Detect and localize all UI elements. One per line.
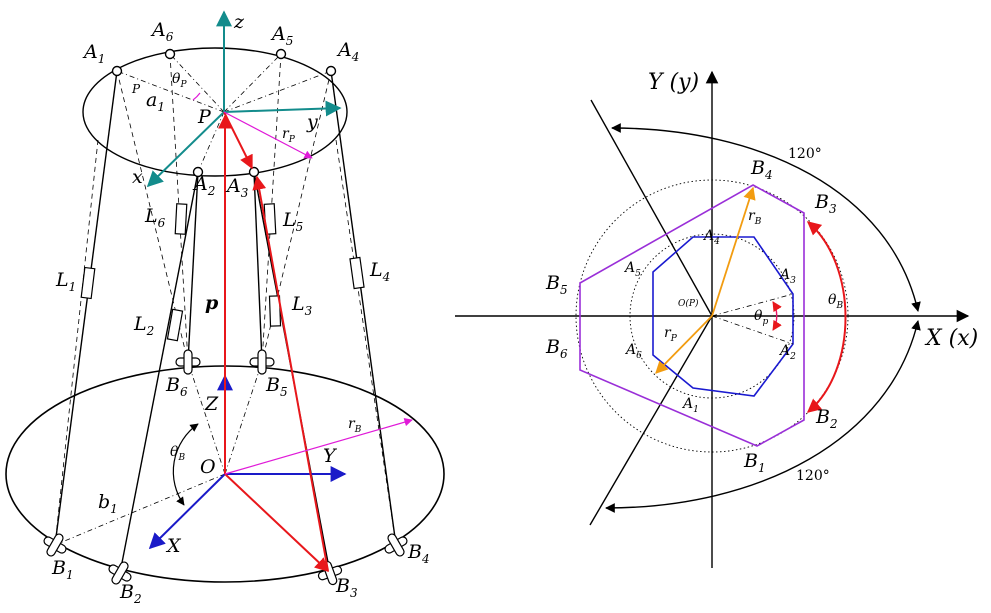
r-label-A5: A5 (623, 260, 641, 279)
label-thetaB: θB (170, 444, 185, 463)
label-P: P (197, 106, 212, 128)
label-B5: B5 (265, 374, 288, 399)
label-A1: A1 (82, 41, 105, 66)
r-label-rB: rB (748, 208, 762, 227)
thetaP-arc (192, 92, 201, 101)
platform-joints (111, 48, 337, 178)
label-120-bottom: 120° (796, 468, 830, 484)
thetaP-arc-pink (772, 301, 782, 331)
thetaB-arc-red (806, 221, 847, 413)
moving-platform (82, 47, 348, 177)
label-A6: A6 (150, 19, 174, 44)
label-axis-y: y (306, 111, 318, 133)
label-L6: L6 (144, 205, 166, 230)
label-B2: B2 (119, 581, 142, 606)
label-L4: L4 (369, 259, 390, 284)
r-label-B1: B1 (743, 450, 766, 475)
label-a1: a1 (146, 89, 165, 114)
r-label-rP: rP (664, 325, 678, 344)
label-B1: B1 (51, 557, 74, 582)
r-label-A4: A4 (702, 228, 720, 247)
label-O: O (200, 456, 216, 478)
r-label-B6: B6 (545, 336, 568, 361)
left-3d-diagram: A1 A6 A5 A4 A2 A3 B1 B2 B3 B4 B5 B6 L1 L… (5, 10, 445, 606)
label-b1: b1 (98, 491, 118, 516)
label-L2: L2 (133, 313, 154, 338)
left-A-labels: A1 A6 A5 A4 A2 A3 (82, 19, 359, 200)
label-thetaP: θP (172, 71, 187, 90)
label-120-top: 120° (788, 146, 822, 162)
label-B3: B3 (335, 575, 358, 600)
label-axis-X: X (165, 535, 182, 557)
r-label-B2: B2 (815, 406, 838, 431)
right-top-view: Y (y) X (x) O(P) 120° 120° B4 B3 B5 B6 B… (455, 70, 978, 568)
arc-120-top (611, 123, 921, 312)
red-vectors (218, 111, 330, 572)
base-dashes (54, 361, 263, 546)
magenta-vectors (223, 111, 413, 475)
base-joints (43, 349, 408, 586)
label-L3: L3 (291, 293, 313, 318)
r-label-thetaP: θp (754, 308, 768, 327)
left-L-labels: L1 L2 L3 L4 L5 L6 (55, 205, 390, 338)
diag-line-lower (589, 315, 713, 526)
label-L5: L5 (282, 209, 303, 234)
label-origin-OP: O(P) (678, 298, 699, 309)
left-B-labels: B1 B2 B3 B4 B5 B6 (51, 374, 430, 606)
r-label-B5: B5 (545, 272, 568, 297)
r-label-A6: A6 (624, 342, 642, 361)
r-label-A1: A1 (681, 396, 699, 415)
r-label-B4: B4 (750, 157, 773, 182)
label-axis-Y: Y (323, 445, 338, 467)
label-axis-x: x (132, 166, 143, 188)
label-A2: A2 (192, 173, 215, 198)
rays-dashdot (711, 293, 794, 345)
label-A5: A5 (270, 23, 293, 48)
label-L1: L1 (55, 269, 76, 294)
label-A4: A4 (336, 39, 359, 64)
label-rB: rB (348, 416, 362, 435)
platform-dashes (116, 53, 332, 173)
label-axis-Y-y: Y (y) (648, 70, 699, 95)
radius-vectors (655, 186, 756, 374)
r-label-A2: A2 (778, 343, 796, 362)
label-B6: B6 (165, 374, 188, 399)
label-A3: A3 (225, 175, 249, 200)
r-label-thetaB: θB (828, 292, 843, 311)
label-axis-z: z (233, 11, 245, 33)
label-small-P: P (131, 82, 141, 96)
platform-axes (146, 10, 342, 188)
label-vector-p: p (205, 292, 219, 314)
label-axis-X-x: X (x) (924, 326, 978, 351)
label-rP: rP (282, 126, 296, 145)
label-B4: B4 (407, 541, 430, 566)
arc-120-bottom (605, 320, 921, 513)
r-label-A3: A3 (778, 267, 796, 286)
label-axis-Z: Z (204, 393, 219, 415)
right-B-labels: B4 B3 B5 B6 B2 B1 (545, 157, 838, 475)
actuators (80, 203, 365, 342)
diag-line-upper (590, 99, 713, 317)
thetaB-arc (172, 423, 199, 506)
right-A-labels: A4 A5 A3 A2 A6 A1 (623, 228, 796, 415)
r-label-B3: B3 (814, 191, 837, 216)
